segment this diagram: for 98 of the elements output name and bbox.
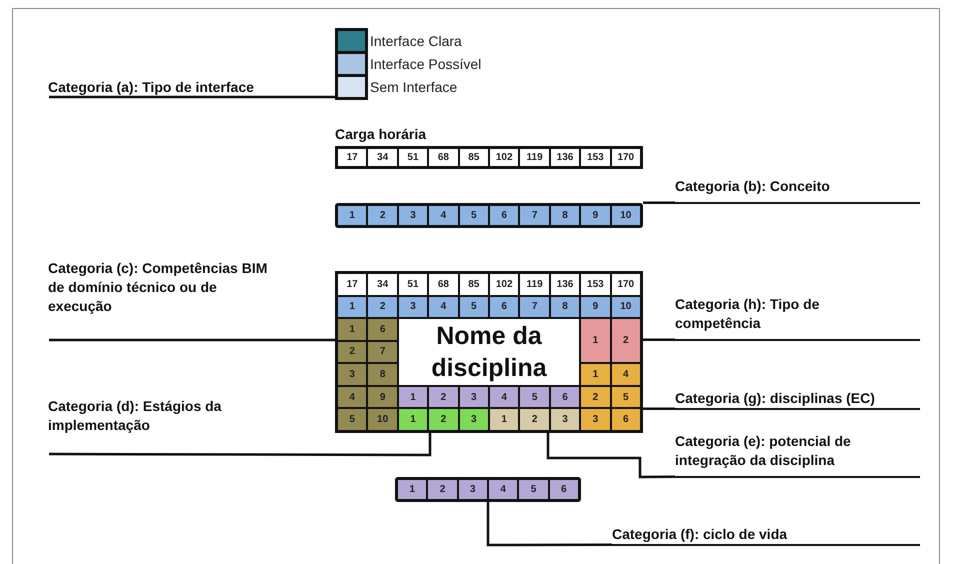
code-cell: 4: [429, 206, 458, 225]
hours-value: 34: [368, 149, 397, 166]
code-cell: 5: [519, 480, 548, 499]
code-cell: 2: [368, 206, 397, 225]
hours-value: 136: [550, 149, 580, 166]
hours-value: 51: [398, 149, 428, 166]
code-cell: 2: [612, 319, 640, 362]
code-cell: 4: [490, 386, 518, 408]
code-cell: 8: [550, 206, 580, 225]
category-label: Categoria (a): Tipo de interface: [48, 78, 255, 97]
leader-line: [49, 432, 432, 456]
code-cell: 153: [581, 274, 610, 295]
code-cell: 2: [520, 409, 549, 430]
code-cell: 3: [460, 409, 488, 430]
code-cell: 2: [581, 386, 610, 408]
code-cell: 1: [338, 319, 366, 340]
code-cell: 10: [612, 296, 640, 318]
code-cell: 1: [398, 409, 428, 430]
code-cell: 10: [612, 206, 640, 225]
code-cell: 5: [460, 296, 488, 318]
code-cell: 7: [520, 206, 549, 225]
hours-value: 68: [429, 149, 458, 166]
code-cell: 1: [398, 480, 426, 499]
legend-text: Interface Clara: [370, 32, 462, 50]
code-cell: 2: [429, 386, 458, 408]
code-cell: 2: [429, 409, 458, 430]
code-cell: 8: [368, 364, 397, 385]
code-cell: 2: [368, 296, 397, 318]
code-cell: 6: [490, 296, 518, 318]
code-cell: 9: [368, 386, 397, 408]
discipline-name: Nome da disciplina: [398, 319, 580, 385]
leader-line: [49, 96, 336, 98]
hours-value: 170: [612, 149, 640, 166]
leader-line: [643, 408, 675, 410]
category-label: Categoria (c): Competências BIM de domínio técnico ou de execução: [48, 259, 268, 316]
category-label: Categoria (d): Estágios da implementação: [48, 397, 222, 435]
code-cell: 5: [338, 409, 366, 430]
code-cell: 17: [338, 274, 366, 295]
code-cell: 85: [460, 274, 488, 295]
code-cell: 4: [489, 480, 518, 499]
hours-value: 17: [338, 149, 366, 166]
legend-text: Sem Interface: [370, 78, 458, 96]
underlined-category-label: Categoria (e): potencial de integração da disciplina: [675, 432, 920, 478]
code-cell: 5: [460, 206, 488, 225]
hours-value: 119: [520, 149, 549, 166]
code-cell: 3: [550, 409, 580, 430]
code-cell: 1: [398, 386, 428, 408]
code-cell: 51: [398, 274, 428, 295]
underlined-category-label: Categoria (f): ciclo de vida: [612, 525, 920, 546]
code-cell: 3: [338, 364, 366, 385]
code-cell: 6: [550, 386, 580, 408]
code-cell: 5: [520, 386, 549, 408]
code-cell: 2: [428, 480, 457, 499]
code-cell: 3: [458, 480, 487, 499]
underlined-category-label: Categoria (h): Tipo de competência: [675, 295, 920, 341]
leader-line: [643, 338, 675, 341]
leader-line: [546, 432, 676, 478]
code-cell: 68: [429, 274, 458, 295]
leader-line: [643, 202, 675, 204]
code-cell: 7: [520, 296, 549, 318]
code-cell: 5: [612, 386, 640, 408]
code-cell: 1: [338, 296, 366, 318]
code-cell: 6: [368, 319, 397, 340]
code-cell: 3: [581, 409, 610, 430]
code-cell: 102: [490, 274, 518, 295]
code-cell: 3: [460, 386, 488, 408]
code-cell: 4: [612, 364, 640, 385]
code-cell: 4: [338, 386, 366, 408]
underlined-category-label: Categoria (g): disciplinas (EC): [675, 389, 920, 410]
code-cell: 6: [490, 206, 518, 225]
bar-title: Carga horária: [335, 125, 428, 144]
hours-value: 102: [490, 149, 518, 166]
code-cell: 3: [398, 296, 428, 318]
code-cell: 136: [550, 274, 580, 295]
code-cell: 9: [581, 296, 610, 318]
hours-value: 85: [460, 149, 488, 166]
code-cell: 2: [338, 342, 366, 362]
hours-value: 153: [581, 149, 610, 166]
leader-line: [486, 501, 612, 546]
code-cell: 8: [550, 296, 580, 318]
code-cell: 3: [398, 206, 428, 225]
code-cell: 7: [368, 342, 397, 362]
code-cell: 6: [612, 409, 640, 430]
code-cell: 1: [490, 409, 518, 430]
code-cell: 119: [520, 274, 549, 295]
legend-text: Interface Possível: [370, 55, 482, 73]
underlined-category-label: Categoria (b): Conceito: [675, 177, 920, 204]
leader-line: [49, 338, 336, 342]
code-cell: 1: [581, 319, 610, 362]
code-cell: 34: [368, 274, 397, 295]
code-cell: 6: [550, 480, 578, 499]
code-cell: 9: [581, 206, 610, 225]
code-cell: 170: [612, 274, 640, 295]
code-cell: 4: [429, 296, 458, 318]
code-cell: 1: [581, 364, 610, 385]
code-cell: 10: [368, 409, 397, 430]
discipline-card: [335, 271, 643, 433]
code-cell: 1: [338, 206, 366, 225]
